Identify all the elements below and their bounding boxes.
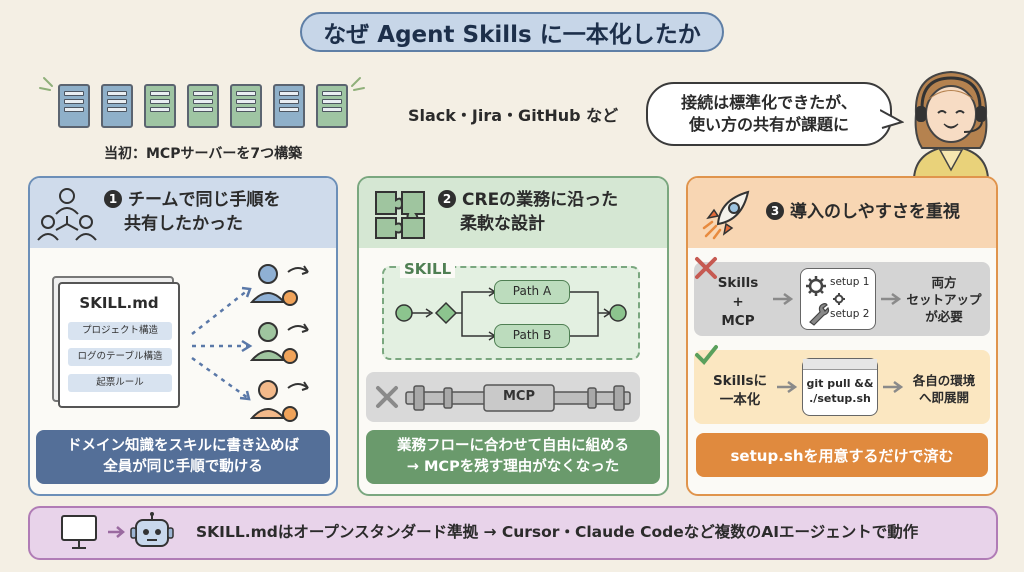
user-gear-icons: [250, 264, 309, 422]
card1-number: 1: [104, 190, 122, 208]
server-row: [58, 84, 358, 130]
card1-title-line1: チームで同じ手順を: [128, 190, 281, 210]
robot-icon: [130, 512, 174, 547]
before-left-label: Skills + MCP: [708, 274, 768, 331]
card2-title-line1: CREの業務に沿った: [462, 190, 619, 210]
user-gear-icon: [250, 322, 309, 364]
card2-banner-line2: → MCPを残す理由がなくなった: [406, 459, 620, 475]
after-left-line2: 一本化: [719, 392, 761, 408]
server-icon: [316, 84, 348, 128]
server-icon: [144, 84, 176, 128]
command-line1: git pull &&: [806, 377, 874, 390]
gear-icon: [806, 276, 826, 296]
card2-banner-line1: 業務フローに合わせて自由に組める: [397, 438, 629, 454]
arrow-right-icon: [777, 380, 798, 394]
doc-row: ログのテーブル構造: [68, 348, 172, 366]
arrow-right-icon: [881, 292, 902, 306]
setup-1-label: setup 1: [830, 276, 870, 288]
after-right-line2: へ即展開: [918, 390, 969, 405]
servers-caption: 当初：MCPサーバーを7つ構築: [104, 146, 303, 162]
server-icon: [187, 84, 219, 128]
speech-line-2: 使い方の共有が課題に: [688, 115, 849, 134]
arrow-right-icon: [108, 526, 125, 538]
footer-icons: [61, 512, 174, 549]
card1-banner-line2: 全員が同じ手順で動ける: [103, 459, 263, 475]
after-left-label: Skillsに 一本化: [708, 372, 772, 410]
card2-title-line2: 柔軟な設計: [460, 214, 545, 234]
terminal-command: git pull && ./setup.sh: [804, 376, 876, 406]
server-icon: [230, 84, 262, 128]
before-right-line2: セットアップ: [906, 292, 982, 307]
card1-title-line2: 共有したかった: [124, 214, 243, 234]
before-right-label: 両方 セットアップ が必要: [898, 274, 990, 325]
cross-icon: [695, 257, 717, 279]
gear-icon: [833, 293, 845, 305]
card2-title: 2 CREの業務に沿った 柔軟な設計: [438, 188, 618, 236]
before-left-line2: +: [732, 294, 744, 310]
services-text: Slack・Jira・GitHub など: [408, 106, 619, 125]
after-right-line1: 各自の環境: [912, 373, 976, 388]
rocket-icon: [702, 190, 750, 240]
card2-number: 2: [438, 190, 456, 208]
speech-line-1: 接続は標準化できたが、: [681, 93, 857, 112]
puzzle-icon: [375, 191, 425, 239]
mcp-label: MCP: [502, 389, 535, 404]
after-right-label: 各自の環境 へ即展開: [900, 372, 988, 406]
footer-text: SKILL.mdはオープンスタンダード準拠 → Cursor・Claude Co…: [196, 523, 919, 541]
monitor-icon: [61, 515, 97, 549]
team-icon: [37, 188, 97, 241]
server-icon: [58, 84, 90, 128]
path-b-node: Path B: [494, 324, 570, 348]
setup-2-label: setup 2: [830, 308, 870, 320]
card1-banner: ドメイン知識をスキルに書き込めば 全員が同じ手順で動ける: [36, 430, 330, 484]
after-left-line1: Skillsに: [712, 373, 768, 389]
speech-bubble: 接続は標準化できたが、 使い方の共有が課題に: [646, 82, 892, 146]
skill-flow-diagram: [395, 287, 627, 341]
wrench-icon: [809, 303, 830, 326]
card3-title: 3 導入のしやすさを重視: [766, 200, 960, 224]
command-line2: ./setup.sh: [809, 392, 871, 405]
arrow-right-icon: [883, 380, 904, 394]
share-arrows: [191, 286, 253, 401]
skill-label: SKILL: [400, 260, 456, 278]
user-gear-icon: [250, 264, 309, 306]
user-gear-icon: [250, 380, 309, 422]
sparkle-decoration: [39, 77, 365, 91]
terminal-titlebar: [803, 359, 877, 370]
check-icon: [695, 345, 718, 365]
gear-wrench-icons: [806, 276, 830, 326]
operator-avatar: [912, 70, 990, 178]
before-left-line3: MCP: [721, 313, 755, 329]
path-a-node: Path A: [494, 280, 570, 304]
doc-row: プロジェクト構造: [68, 322, 172, 340]
card3-banner: setup.shを用意するだけで済む: [696, 433, 988, 477]
mcp-pipe: [376, 384, 631, 412]
bubble-tail: [880, 109, 904, 129]
card1-banner-line1: ドメイン知識をスキルに書き込めば: [67, 438, 299, 454]
server-icon: [273, 84, 305, 128]
cross-icon: [376, 386, 398, 408]
doc-title: SKILL.md: [79, 294, 159, 312]
card2-banner: 業務フローに合わせて自由に組める → MCPを残す理由がなくなった: [366, 430, 660, 484]
server-icon: [101, 84, 133, 128]
skill-md-document: SKILL.md プロジェクト構造 ログのテーブル構造 起票ルール: [58, 282, 180, 408]
card1-title: 1 チームで同じ手順を 共有したかった: [104, 188, 281, 236]
footer-bar: [28, 506, 998, 560]
arrow-right-icon: [773, 292, 794, 306]
doc-row: 起票ルール: [68, 374, 172, 392]
before-right-line3: が必要: [925, 309, 963, 324]
before-right-line1: 両方: [931, 275, 957, 290]
card3-number: 3: [766, 202, 784, 220]
before-left-line1: Skills: [717, 275, 759, 291]
card3-title-text: 導入のしやすさを重視: [790, 202, 960, 222]
page-title: なぜ Agent Skills に一本化したか: [300, 12, 724, 52]
